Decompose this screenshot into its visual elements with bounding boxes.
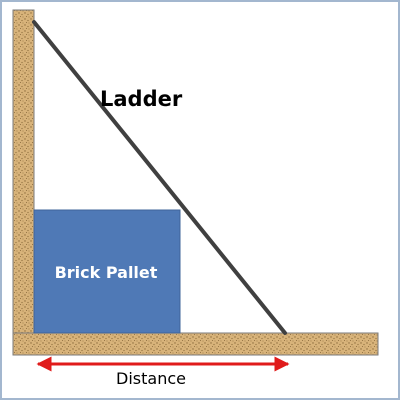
pallet-label: Brick Pallet (55, 263, 158, 282)
ladder-label: Ladder (100, 87, 183, 111)
wall (12, 9, 35, 356)
ladder (32, 20, 287, 335)
distance-label: Distance (116, 369, 186, 388)
ground (12, 332, 379, 356)
brick-pallet (33, 209, 181, 334)
